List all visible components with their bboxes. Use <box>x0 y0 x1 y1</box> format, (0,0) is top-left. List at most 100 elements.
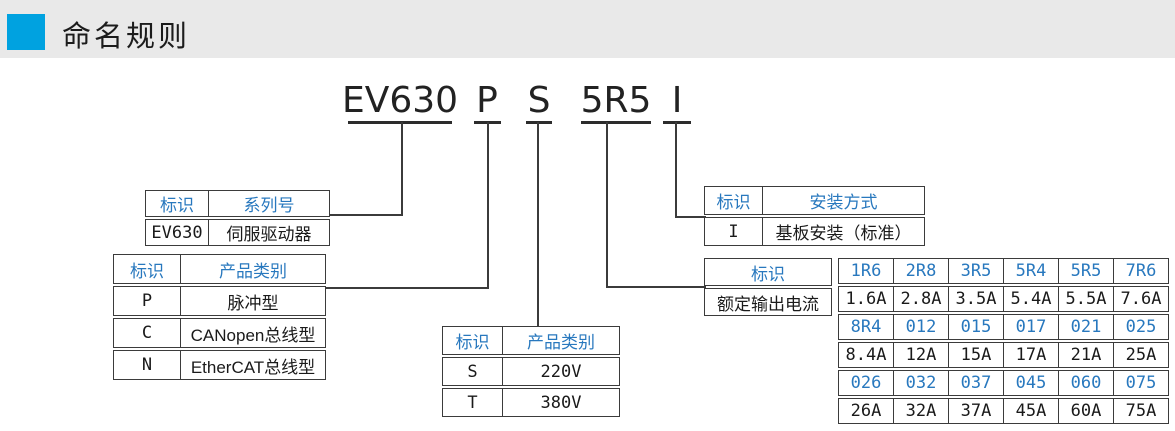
table-row: N EtherCAT总线型 <box>113 350 326 380</box>
model-segment-text: I <box>671 80 683 121</box>
model-segment-text: P <box>476 80 498 121</box>
table-cell: 5R5 <box>1058 258 1114 284</box>
table-row: S 220V <box>442 357 620 386</box>
table-cell: T <box>442 388 503 417</box>
table-row: C CANopen总线型 <box>113 318 326 348</box>
table-cell: 75A <box>1113 398 1169 424</box>
connector-line <box>401 122 403 216</box>
table-row: EV630 伺服驱动器 <box>145 219 330 246</box>
table-row: 额定输出电流 <box>704 288 832 316</box>
table-cell: 21A <box>1058 342 1114 368</box>
table-cell: 基板安装（标准） <box>762 217 925 246</box>
table-header: 产品类别 <box>180 254 326 284</box>
table-cell: C <box>113 318 181 348</box>
table-cell: 032 <box>893 370 949 396</box>
table-cell: 026 <box>838 370 894 396</box>
model-segment-series: EV630 <box>340 80 460 124</box>
table-cell: 32A <box>893 398 949 424</box>
table-cell: 075 <box>1113 370 1169 396</box>
table-cell: EV630 <box>145 219 209 246</box>
table-cell: I <box>704 217 763 246</box>
table-cell: 2R8 <box>893 258 949 284</box>
connector-line <box>606 286 706 288</box>
page-title: 命名规则 <box>62 21 191 53</box>
table-cell: 060 <box>1058 370 1114 396</box>
table-cell: 1R6 <box>838 258 894 284</box>
underline <box>663 121 691 124</box>
connector-line <box>329 214 403 216</box>
table-cell: P <box>113 286 181 316</box>
table-header: 标识 <box>704 186 763 215</box>
table-cell: 8.4A <box>838 342 894 368</box>
table-cell: 额定输出电流 <box>704 288 832 316</box>
model-segment-text: 5R5 <box>580 80 652 121</box>
table-cell: 380V <box>502 388 620 417</box>
model-segment-voltage: S <box>514 80 564 124</box>
table-cell: 5R4 <box>1003 258 1059 284</box>
table-cell: N <box>113 350 181 380</box>
table-cell: 15A <box>948 342 1004 368</box>
table-cell: 60A <box>1058 398 1114 424</box>
table-header: 系列号 <box>208 190 330 217</box>
table-cell: 017 <box>1003 314 1059 340</box>
table-cell: 5.5A <box>1058 286 1114 312</box>
table-header-row: 标识 产品类别 <box>113 254 326 284</box>
connector-line <box>487 122 489 289</box>
table-cell: 021 <box>1058 314 1114 340</box>
table-cell: 025 <box>1113 314 1169 340</box>
model-segment-text: EV630 <box>341 80 459 121</box>
table-header: 标识 <box>113 254 181 284</box>
table-cell: 220V <box>502 357 620 386</box>
table-cell: 45A <box>1003 398 1059 424</box>
table-cell: 3.5A <box>948 286 1004 312</box>
table-header: 产品类别 <box>502 326 620 355</box>
underline <box>581 121 651 124</box>
table-cell: 伺服驱动器 <box>208 219 330 246</box>
table-cell: 17A <box>1003 342 1059 368</box>
model-segment-mounting: I <box>652 80 702 124</box>
table-cell: 1.6A <box>838 286 894 312</box>
table-header: 标识 <box>442 326 503 355</box>
table-header-row: 标识 产品类别 <box>442 326 620 355</box>
connector-line <box>675 122 677 218</box>
table-header: 安装方式 <box>762 186 925 215</box>
table-cell: 12A <box>893 342 949 368</box>
table-cell: 2.8A <box>893 286 949 312</box>
connector-line <box>675 216 706 218</box>
table-cell: 012 <box>893 314 949 340</box>
table-row: 026 032 037 045 060 075 <box>838 370 1169 396</box>
table-row: P 脉冲型 <box>113 286 326 316</box>
table-row: 8.4A 12A 15A 17A 21A 25A <box>838 342 1169 368</box>
model-segment-product-type: P <box>462 80 512 124</box>
table-cell: 045 <box>1003 370 1059 396</box>
table-row: 1.6A 2.8A 3.5A 5.4A 5.5A 7.6A <box>838 286 1169 312</box>
table-header-row: 标识 <box>704 258 832 286</box>
table-cell: EtherCAT总线型 <box>180 350 326 380</box>
table-cell: 8R4 <box>838 314 894 340</box>
table-row: T 380V <box>442 388 620 417</box>
table-row: 26A 32A 37A 45A 60A 75A <box>838 398 1169 424</box>
connector-line <box>537 122 539 328</box>
table-cell: S <box>442 357 503 386</box>
table-cell: 3R5 <box>948 258 1004 284</box>
table-header-row: 标识 安装方式 <box>704 186 925 215</box>
table-cell: 5.4A <box>1003 286 1059 312</box>
table-cell: 脉冲型 <box>180 286 326 316</box>
product-type-table: 标识 产品类别 P 脉冲型 C CANopen总线型 N EtherCAT总线型 <box>113 254 326 380</box>
underline <box>526 121 552 124</box>
table-cell: CANopen总线型 <box>180 318 326 348</box>
mounting-table: 标识 安装方式 I 基板安装（标准） <box>704 186 925 246</box>
connector-line <box>326 287 489 289</box>
table-cell: 37A <box>948 398 1004 424</box>
table-header: 标识 <box>704 258 832 286</box>
section-marker-icon <box>7 14 45 50</box>
table-row: 1R6 2R8 3R5 5R4 5R5 7R6 <box>838 258 1169 284</box>
model-segment-text: S <box>527 80 551 121</box>
table-cell: 7.6A <box>1113 286 1169 312</box>
table-cell: 26A <box>838 398 894 424</box>
table-row: 8R4 012 015 017 021 025 <box>838 314 1169 340</box>
underline <box>348 121 452 124</box>
table-cell: 015 <box>948 314 1004 340</box>
table-cell: 037 <box>948 370 1004 396</box>
